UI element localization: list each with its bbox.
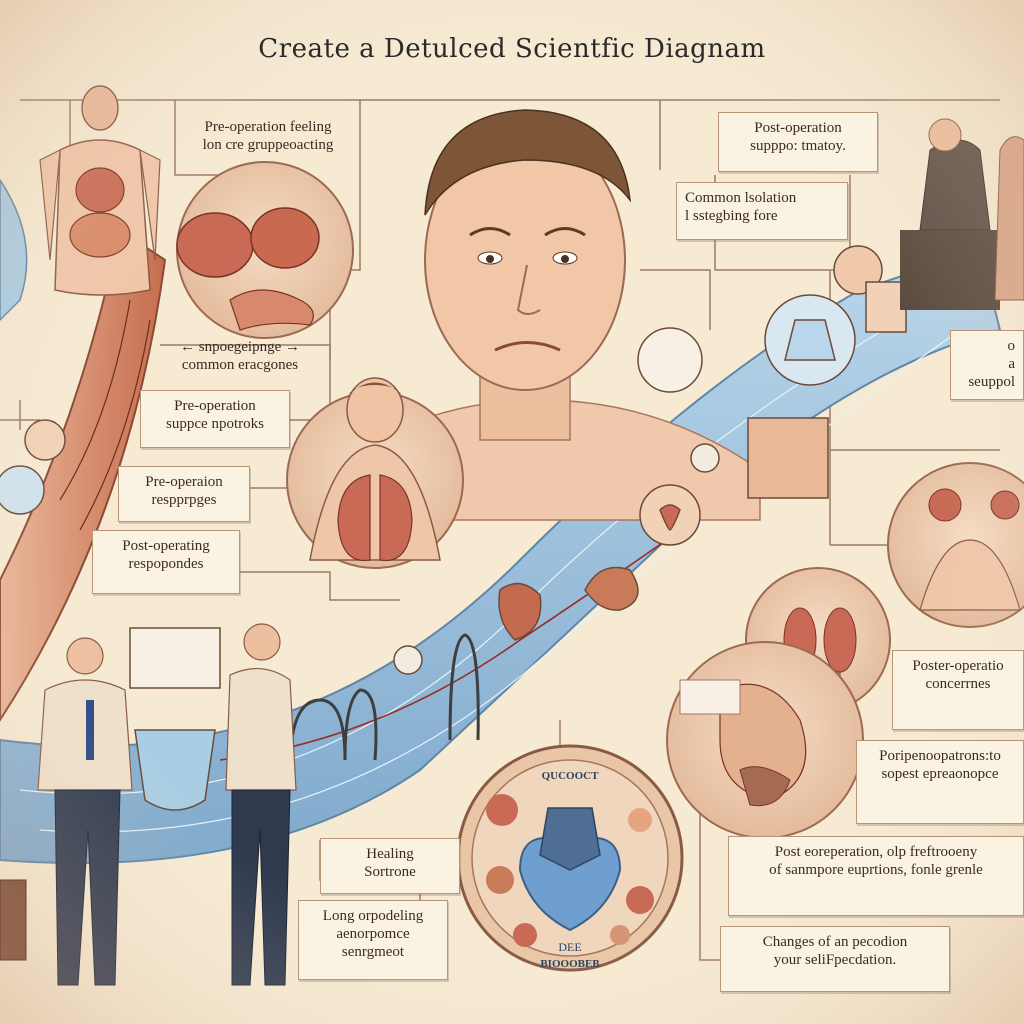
- badge-bottom-text: BIOOOBEB: [540, 958, 600, 970]
- badge-top-text: QUCOOCT: [541, 770, 599, 782]
- badge-middle-text: DEE: [558, 940, 582, 954]
- page-title: Create a Detulced Scientfic Diagnam: [258, 34, 766, 64]
- label-common-responses: ← snpoegeipnge →common eracgones: [180, 339, 300, 373]
